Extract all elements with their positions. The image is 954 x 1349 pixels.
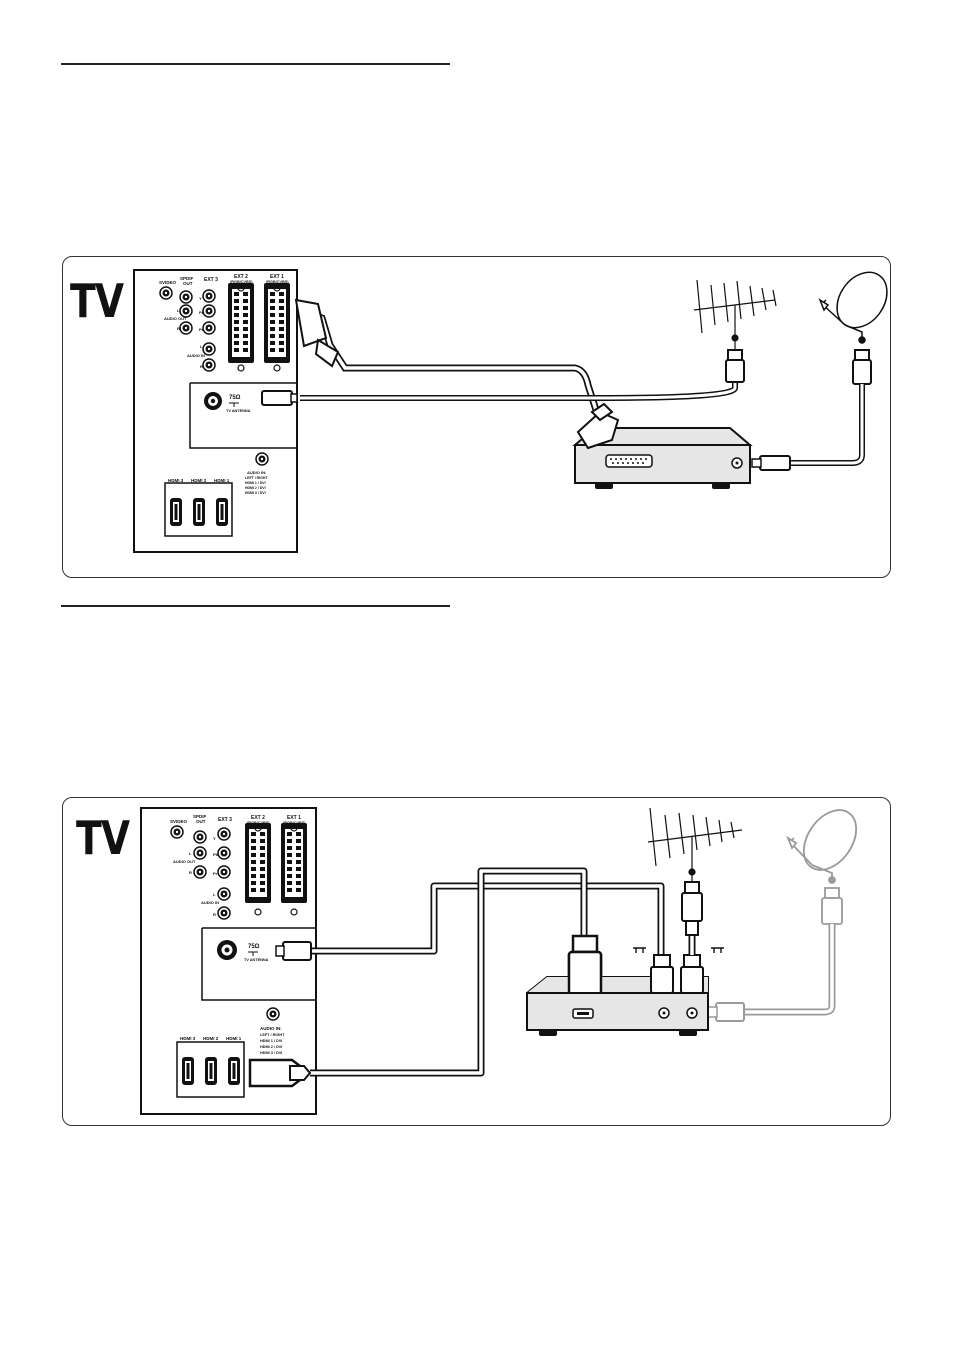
svg-text:(RGB/CVBS): (RGB/CVBS) [247,821,270,825]
section-rule-top [61,63,450,65]
svg-text:OUT: OUT [196,819,206,824]
svg-text:EXT 1: EXT 1 [287,815,301,821]
svg-text:(RGB/CVBS): (RGB/CVBS) [283,821,306,825]
svg-text:Y: Y [199,296,202,301]
svg-text:EXT 3: EXT 3 [218,817,232,823]
satellite-dish-icon [818,271,888,385]
hdmi1-socket [216,498,228,526]
ext2-label: EXT 2 [234,274,248,280]
scart-cable [294,298,600,412]
svg-text:AUDIO OUT: AUDIO OUT [173,859,196,864]
svg-text:R: R [200,364,203,369]
svg-text:HDMI 2: HDMI 2 [203,1036,219,1041]
satellite-cable-2 [707,924,836,1022]
svg-text:HDMI 1 / DVI: HDMI 1 / DVI [245,481,266,485]
antenna-cable-1 [261,382,738,406]
tv-back-panel [133,269,298,553]
svg-text:(RGB/CVBS): (RGB/CVBS) [230,280,253,284]
tv-antenna-label: TV ANTENNA [226,409,251,413]
svg-text:AUDIO IN:: AUDIO IN: [260,1026,282,1031]
svg-text:HDMI 3 / DVI: HDMI 3 / DVI [260,1051,282,1055]
svg-text:75Ω: 75Ω [248,944,260,950]
coax-plug-icon [725,349,745,383]
diagram-1: SVIDEO SPDIF OUT EXT 3 EXT 2 (RGB/CVBS) … [133,269,888,553]
antenna-ohm-label: 75Ω [229,395,241,401]
svg-text:HDMI 1: HDMI 1 [226,1036,242,1041]
hdmi1-label: HDMI 1 [214,478,230,483]
satellite-cable-1 [751,384,865,471]
svg-text:HDMI 2 / DVI: HDMI 2 / DVI [260,1045,282,1049]
svg-text:LEFT / RIGHT: LEFT / RIGHT [245,476,268,480]
audio-in-label: AUDIO IN [187,353,205,358]
tv-antenna-socket [204,392,222,410]
spdif-label: SPDIF [180,276,194,281]
hdmi3-socket [170,498,182,526]
svideo-jack-icon [159,286,173,300]
svg-text:HDMI 2 / DVI: HDMI 2 / DVI [245,486,266,490]
svg-text:R: R [189,870,192,875]
hdmi2-socket [193,498,205,526]
ext3-label: EXT 3 [204,277,218,283]
svg-text:HDMI 1 / DVI: HDMI 1 / DVI [260,1039,282,1043]
svg-text:AUDIO IN: AUDIO IN [201,900,219,905]
svg-text:SVIDEO: SVIDEO [170,819,188,824]
tv-back-panel-2 [140,807,317,1115]
svg-text:OUT: OUT [183,281,193,286]
audio-out-label: AUDIO OUT [164,316,187,321]
svg-text:R: R [213,912,216,917]
hdmi2-label: HDMI 2 [191,478,207,483]
svg-text:HDMI 3: HDMI 3 [180,1036,196,1041]
svg-text:Pr: Pr [213,871,218,876]
svg-text:(RGB/CVBS): (RGB/CVBS) [266,280,289,284]
svg-text:Pb: Pb [199,310,205,315]
ext1-scart-socket [264,283,290,363]
svideo-label: SVIDEO [159,280,177,285]
svg-text:Y: Y [213,836,216,841]
svg-text:L: L [200,344,203,349]
svg-text:L: L [177,308,180,313]
svg-text:Pr: Pr [199,327,204,332]
svg-text:LEFT / RIGHT: LEFT / RIGHT [260,1033,285,1037]
tv-label-1: TV [70,274,124,328]
svg-text:HDMI 3 / DVI: HDMI 3 / DVI [245,491,266,495]
set-top-box-1 [572,402,753,489]
svg-text:SPDIF: SPDIF [193,814,207,819]
diagram-2: SVIDEO SPDIF OUT EXT 3 EXT 2 (RGB/CVBS) … [140,807,858,1115]
hdmi3-label: HDMI 3 [168,478,184,483]
antenna-cable-2 [275,882,665,965]
svg-text:L: L [189,851,192,856]
ext2-scart-socket [228,283,254,363]
terrestrial-antenna-icon [693,279,777,350]
section-rule-middle [61,605,450,607]
ext1-label: EXT 1 [270,274,284,280]
set-top-box-2 [526,950,709,1036]
satellite-dish-icon-2 [786,809,858,925]
svg-text:TV ANTENNA: TV ANTENNA [244,958,269,962]
svg-text:L: L [213,892,216,897]
terrestrial-antenna-icon-2 [647,807,743,882]
audio-in-lr-label: AUDIO IN: [247,470,266,475]
tv-label-2: TV [76,811,130,865]
svg-text:Pb: Pb [213,852,219,857]
svg-text:R: R [177,326,180,331]
svg-text:EXT 2: EXT 2 [251,815,265,821]
